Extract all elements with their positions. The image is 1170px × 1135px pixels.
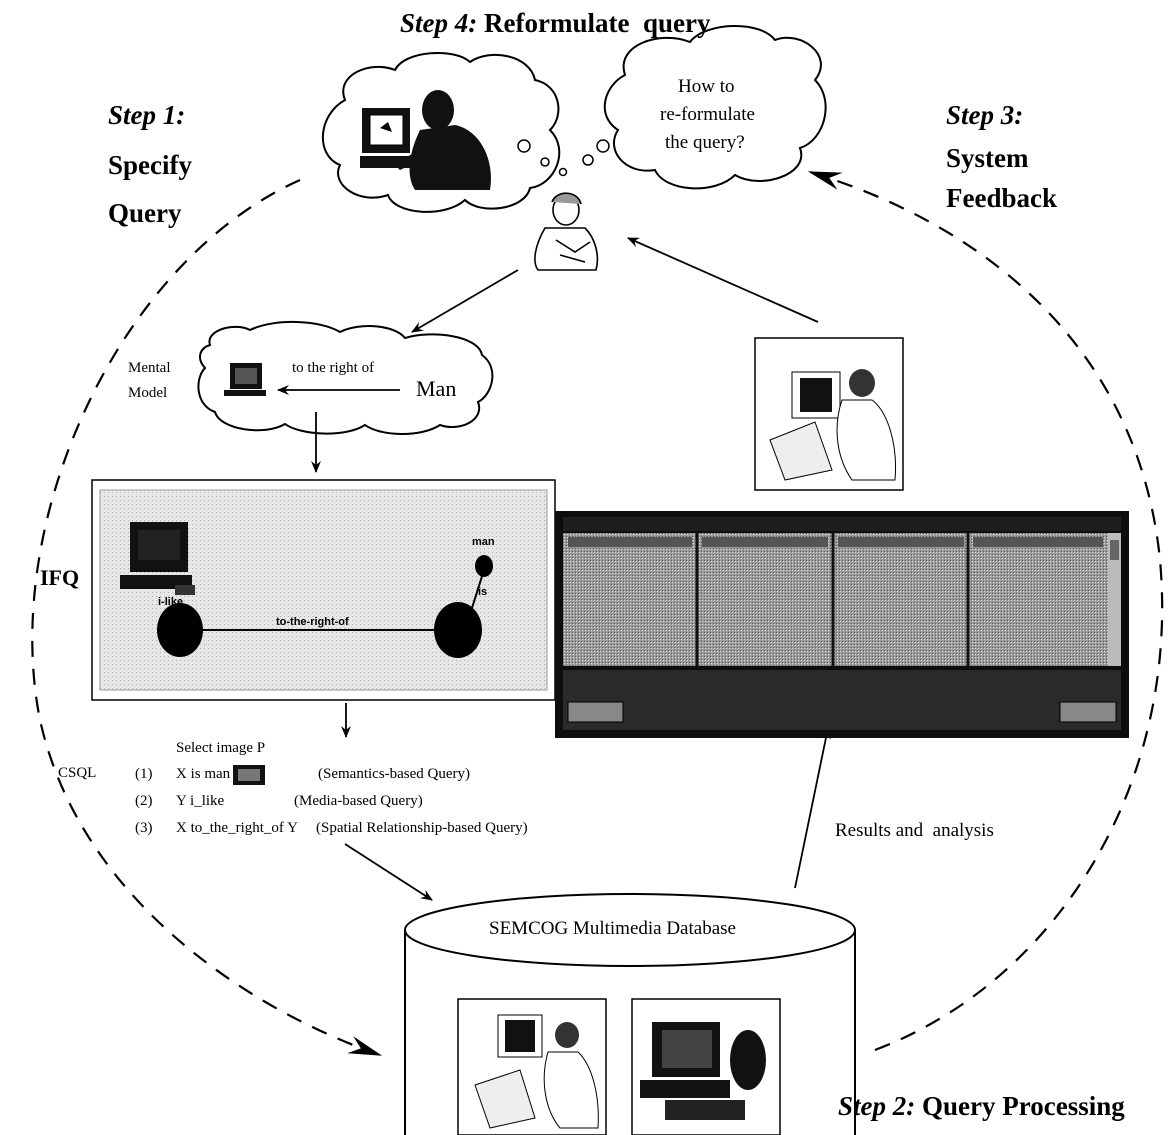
ifq-node-mid [434, 602, 482, 658]
step4-number: Step 4: [400, 8, 478, 38]
step1-number: Step 1: [108, 100, 186, 130]
step3-line2: Feedback [946, 183, 1057, 213]
csql-text-1: X is man [176, 766, 231, 782]
csql-note-1: (Semantics-based Query) [318, 766, 471, 782]
csql-computer-icon [233, 765, 265, 785]
step4-heading: Step 4: Reformulate query [400, 8, 710, 39]
ifq-panel [91, 479, 556, 701]
ifq-edge-label: to-the-right-of [276, 616, 349, 628]
ifq-node-man-label: man [472, 536, 495, 548]
mental-model-label-1: Mental [128, 360, 171, 376]
results-window [555, 511, 1129, 738]
thought-line-2: re-formulate [660, 104, 755, 125]
ifq-node-man [475, 555, 493, 577]
results-label: Results and analysis [835, 820, 994, 841]
csql-note-3: (Spatial Relationship-based Query) [316, 820, 528, 836]
csql-text-2: Y i_like [176, 793, 225, 809]
mental-model-object: Man [416, 376, 457, 401]
step2-number: Step 2: [838, 1091, 916, 1121]
csql-label: CSQL [58, 765, 97, 781]
computer-icon [224, 363, 266, 396]
csql-header: Select image P [176, 740, 266, 756]
step4-label: Reformulate query [484, 8, 711, 38]
csql-text-3: X to_the_right_of Y [176, 820, 298, 836]
step1-line2: Query [108, 198, 182, 228]
user-at-computer-icon [360, 90, 491, 190]
step3-line1: System [946, 143, 1029, 173]
ifq-node-is-label: is [478, 586, 488, 598]
feedback-image-person [754, 337, 904, 491]
db-image-person [457, 998, 607, 1135]
question-thought-cloud [603, 24, 827, 190]
step2-label: Query Processing [922, 1091, 1125, 1121]
mental-model-cloud [197, 321, 494, 435]
cycle-arc-left [31, 178, 383, 1057]
csql-num-2: (2) [135, 793, 153, 809]
ifq-node-like-label: i-like [158, 596, 184, 608]
mental-model-label-2: Model [128, 385, 168, 401]
ifq-node-left [157, 603, 203, 657]
mental-model-relation: to the right of [292, 360, 375, 376]
step2-heading: Step 2: Query Processing [838, 1091, 1125, 1122]
thinking-person-icon [534, 192, 599, 271]
thought-line-1: How to [678, 76, 735, 97]
ifq-label: IFQ [40, 565, 80, 590]
database-label: SEMCOG Multimedia Database [489, 918, 736, 939]
step1-line1: Specify [108, 150, 192, 180]
thought-line-3: the query? [665, 132, 745, 153]
csql-note-2: (Media-based Query) [294, 793, 423, 809]
db-image-computer [631, 998, 781, 1135]
step3-number: Step 3: [946, 100, 1024, 130]
database-cylinder [404, 893, 856, 1135]
csql-num-3: (3) [135, 820, 153, 836]
csql-num-1: (1) [135, 766, 153, 782]
ifq-computer-icon [120, 522, 195, 595]
